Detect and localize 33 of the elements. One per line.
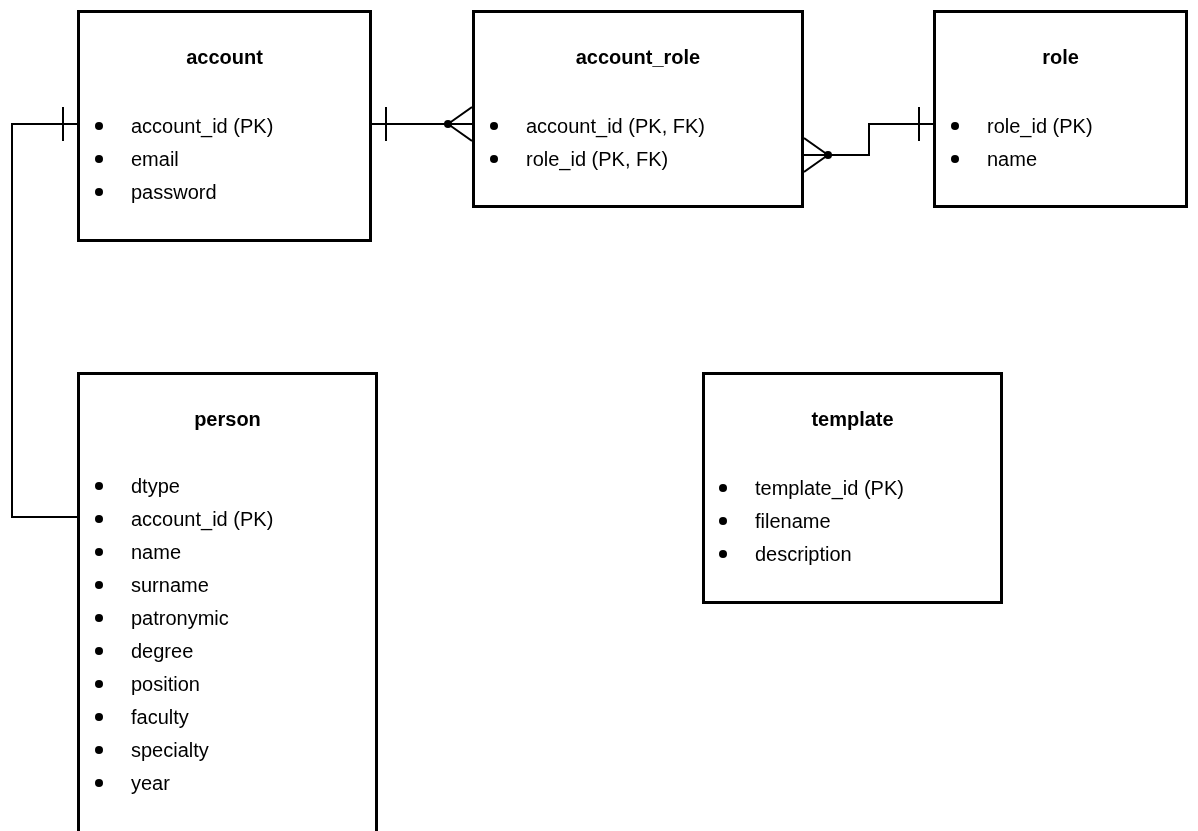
entity-table (933, 10, 1188, 208)
attribute-item: email (95, 143, 179, 176)
entity-name: role (1041, 45, 1080, 69)
entity-name: account_role (574, 45, 702, 69)
entity-name: person (193, 407, 262, 431)
entity-table (77, 372, 378, 831)
attribute-item: name (951, 143, 1038, 176)
relationship-line (371, 106, 473, 142)
attribute-item: name (95, 536, 182, 569)
attribute-item: faculty (95, 701, 189, 734)
attribute-item: role_id (PK, FK) (490, 143, 669, 176)
attribute-item: account_id (PK, FK) (490, 110, 705, 143)
relationship-line (11, 106, 78, 518)
entity-table (77, 10, 372, 242)
entity-table (472, 10, 804, 208)
attribute-item: template_id (PK) (719, 472, 904, 505)
attribute-item: patronymic (95, 602, 229, 635)
attribute-item: description (719, 538, 852, 571)
attribute-item: surname (95, 569, 209, 602)
entity-name: account (185, 45, 264, 69)
entity-name: template (810, 407, 895, 431)
attribute-item: year (95, 767, 170, 800)
attribute-item: specialty (95, 734, 209, 767)
entity-table (702, 372, 1003, 604)
attribute-item: account_id (PK) (95, 503, 274, 536)
relationship-line (803, 106, 934, 173)
attribute-item: position (95, 668, 200, 701)
attribute-item: dtype (95, 470, 180, 503)
attribute-item: password (95, 176, 217, 209)
attribute-item: degree (95, 635, 194, 668)
attribute-item: role_id (PK) (951, 110, 1093, 143)
attribute-item: filename (719, 505, 831, 538)
attribute-item: account_id (PK) (95, 110, 274, 143)
